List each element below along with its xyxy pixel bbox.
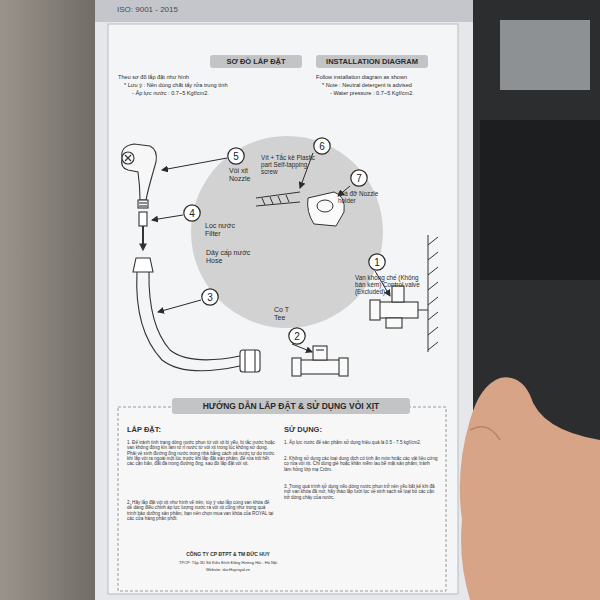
callout-number: 7 bbox=[356, 173, 362, 184]
section-heading-band: HƯỚNG DẪN LẮP ĐẶT & SỬ DỤNG VÒI XỊT bbox=[172, 398, 410, 414]
instruction-panel: LẮP ĐẶT: 1. Để tránh tình trạng dòng nước… bbox=[118, 414, 446, 590]
tee-drawing bbox=[292, 346, 348, 376]
part-label: Van khống chế (Không bán kèm) Control va… bbox=[355, 274, 425, 296]
hand bbox=[460, 377, 600, 600]
dark-shelf bbox=[480, 120, 600, 280]
callout-ring bbox=[369, 254, 385, 270]
hand-crease bbox=[470, 427, 500, 440]
note-text: - Water pressure : 0.7~5 Kgf/cm2. bbox=[330, 90, 456, 96]
instruction-text: 1. Để tránh tình trạng dòng nước phun từ… bbox=[127, 440, 275, 466]
note-text: * Note : Neutral detergent is advised bbox=[322, 82, 456, 88]
callout-ring bbox=[314, 138, 330, 154]
instruction-text: Website: ducHuyroyal.vn bbox=[148, 568, 308, 573]
note-text: Theo sơ đồ lắp đặt như hình bbox=[118, 74, 288, 80]
section-heading: SỬ DỤNG: bbox=[284, 426, 384, 435]
instruction-panel-outline bbox=[118, 407, 446, 591]
exploded-view-circle bbox=[191, 136, 383, 328]
band-title: HƯỚNG DẪN LẮP ĐẶT & SỬ DỤNG VÒI XỊT bbox=[203, 401, 380, 411]
callout-number: 5 bbox=[233, 151, 239, 162]
callout-number: 4 bbox=[189, 208, 195, 219]
callout-ring bbox=[228, 148, 244, 164]
hose-drawing bbox=[133, 258, 260, 372]
part-label: Vít + Tắc kê Plastic part Self-tapping s… bbox=[261, 154, 319, 176]
standard-mark: ISO: 9001 - 2015 bbox=[117, 5, 227, 14]
section-heading: LẮP ĐẶT: bbox=[127, 426, 227, 435]
leader-lines bbox=[152, 153, 390, 352]
callout-circle: 7 bbox=[350, 169, 368, 187]
note-text: Follow installation diagram as shown bbox=[316, 74, 456, 80]
note-text: * Lưu ý : Nên dùng chất tẩy rửa trung tí… bbox=[124, 82, 294, 88]
card-top-band bbox=[95, 0, 473, 22]
wall-hatch bbox=[418, 235, 438, 352]
screw-holder-drawing bbox=[256, 192, 344, 226]
callout-number: 3 bbox=[207, 292, 213, 303]
header-band: INSTALLATION DIAGRAM bbox=[316, 55, 428, 68]
header-band: SƠ ĐỒ LẮP ĐẶT bbox=[210, 55, 302, 68]
callout-number: 1 bbox=[374, 257, 380, 268]
instruction-text: 2. Không sử dụng các loại dung dịch có t… bbox=[284, 456, 438, 472]
part-label: Giá đỡ Nozzle holder bbox=[338, 190, 384, 204]
band-title: SƠ ĐỒ LẮP ĐẶT bbox=[226, 57, 285, 66]
part-label: Co T Tee bbox=[274, 306, 302, 322]
callout-circle: 5 bbox=[227, 147, 245, 165]
callout-number: 2 bbox=[294, 331, 300, 342]
callout-circle: 6 bbox=[313, 137, 331, 155]
callout-ring bbox=[202, 289, 218, 305]
note-text: - Áp lực nước : 0.7~5 Kgf/cm2. bbox=[132, 90, 302, 96]
section-heading: CÔNG TY CP ĐTPT & TM ĐỨC HUY bbox=[158, 552, 298, 558]
faucet-display bbox=[500, 20, 590, 90]
callout-number: 6 bbox=[319, 141, 325, 152]
instruction-text: 3. Trong quá trình sử dụng nếu dòng nước… bbox=[284, 484, 438, 500]
inner-sheet bbox=[108, 24, 458, 594]
card bbox=[95, 0, 473, 600]
callout-ring bbox=[184, 205, 200, 221]
callout-circle: 3 bbox=[201, 288, 219, 306]
instruction-text: TPCP: Tập 3D Số Kiều Đình Đông Hường Hải… bbox=[148, 561, 308, 566]
part-label: Dây cấp nước Hose bbox=[206, 249, 262, 265]
callout-circle: 1 bbox=[368, 253, 386, 271]
callout-ring bbox=[351, 170, 367, 186]
callout-circle: 4 bbox=[183, 204, 201, 222]
callout-ring bbox=[289, 328, 305, 344]
filter-drawing bbox=[139, 212, 147, 250]
part-label: Lọc nước Filter bbox=[205, 222, 249, 238]
band-title: INSTALLATION DIAGRAM bbox=[326, 57, 418, 66]
instruction-text: 1. Áp lực nước để sản phẩm sử dụng hiệu … bbox=[284, 440, 438, 445]
nozzle-drawing bbox=[122, 144, 157, 208]
left-wall bbox=[0, 0, 100, 600]
instruction-text: 2. Hãy lắp đặt vòi xịt như hình vẽ trên,… bbox=[127, 500, 275, 521]
callout-circle: 2 bbox=[288, 327, 306, 345]
